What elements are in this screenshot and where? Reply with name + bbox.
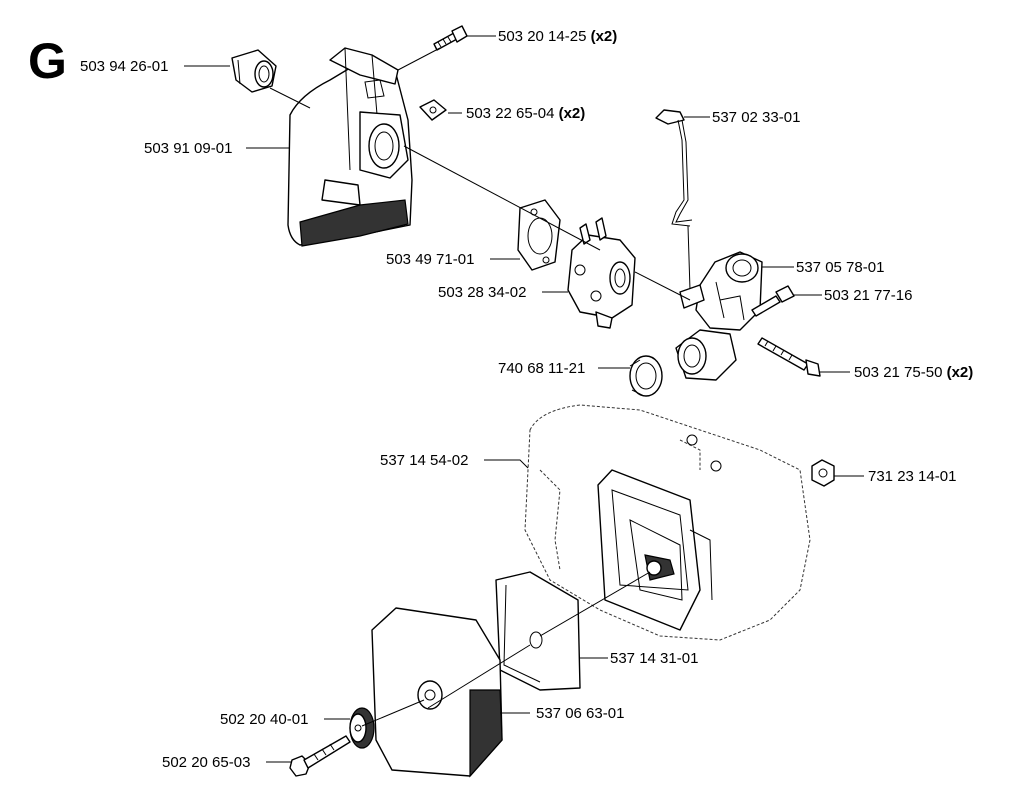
label-503-20-14-25: 503 20 14-25 (x2) xyxy=(498,28,617,45)
throttle-rod-part xyxy=(655,109,693,291)
intake-adapter-part xyxy=(679,251,763,331)
carburetor-part xyxy=(567,217,636,329)
label-537-02-33-01: 537 02 33-01 xyxy=(712,109,800,126)
label-503-22-65-04: 503 22 65-04 (x2) xyxy=(466,105,585,122)
label-537-05-78-01: 537 05 78-01 xyxy=(796,259,884,276)
section-letter: G xyxy=(28,33,67,89)
assembly-lines xyxy=(269,47,691,727)
label-503-49-71-01: 503 49 71-01 xyxy=(386,251,474,268)
plate-part xyxy=(419,99,447,121)
cylinder-shroud-part xyxy=(524,404,811,641)
intake-boot-part xyxy=(675,329,737,381)
knob-part xyxy=(349,707,375,749)
label-503-21-75-50: 503 21 75-50 (x2) xyxy=(854,364,973,381)
label-502-20-40-01: 502 20 40-01 xyxy=(220,711,308,728)
label-502-20-65-03: 502 20 65-03 xyxy=(162,754,250,771)
label-537-06-63-01: 537 06 63-01 xyxy=(536,705,624,722)
screw-part xyxy=(751,285,795,317)
carburetor-cover-part xyxy=(287,47,413,247)
nut-part xyxy=(811,459,835,487)
label-503-94-26-01: 503 94 26-01 xyxy=(80,58,168,75)
leader-lines xyxy=(184,35,864,763)
label-503-28-34-02: 503 28 34-02 xyxy=(438,284,526,301)
label-537-14-54-02: 537 14 54-02 xyxy=(380,452,468,469)
air-filter-part xyxy=(495,571,581,691)
fitting-part xyxy=(231,49,277,93)
label-503-91-09-01: 503 91 09-01 xyxy=(144,140,232,157)
label-503-21-77-16: 503 21 77-16 xyxy=(824,287,912,304)
label-731-23-14-01: 731 23 14-01 xyxy=(868,468,956,485)
screw-part xyxy=(433,25,468,51)
bolt-part xyxy=(289,735,351,777)
label-537-14-31-01: 537 14 31-01 xyxy=(610,650,698,667)
filter-cover-part xyxy=(371,607,503,778)
long-screw-part xyxy=(757,337,821,377)
seal-ring-part xyxy=(629,355,663,397)
label-740-68-11-21: 740 68 11-21 xyxy=(498,360,585,377)
gasket-part xyxy=(517,199,561,271)
part-number-labels: 503 94 26-01 503 20 14-25 (x2) 503 22 65… xyxy=(80,28,973,771)
